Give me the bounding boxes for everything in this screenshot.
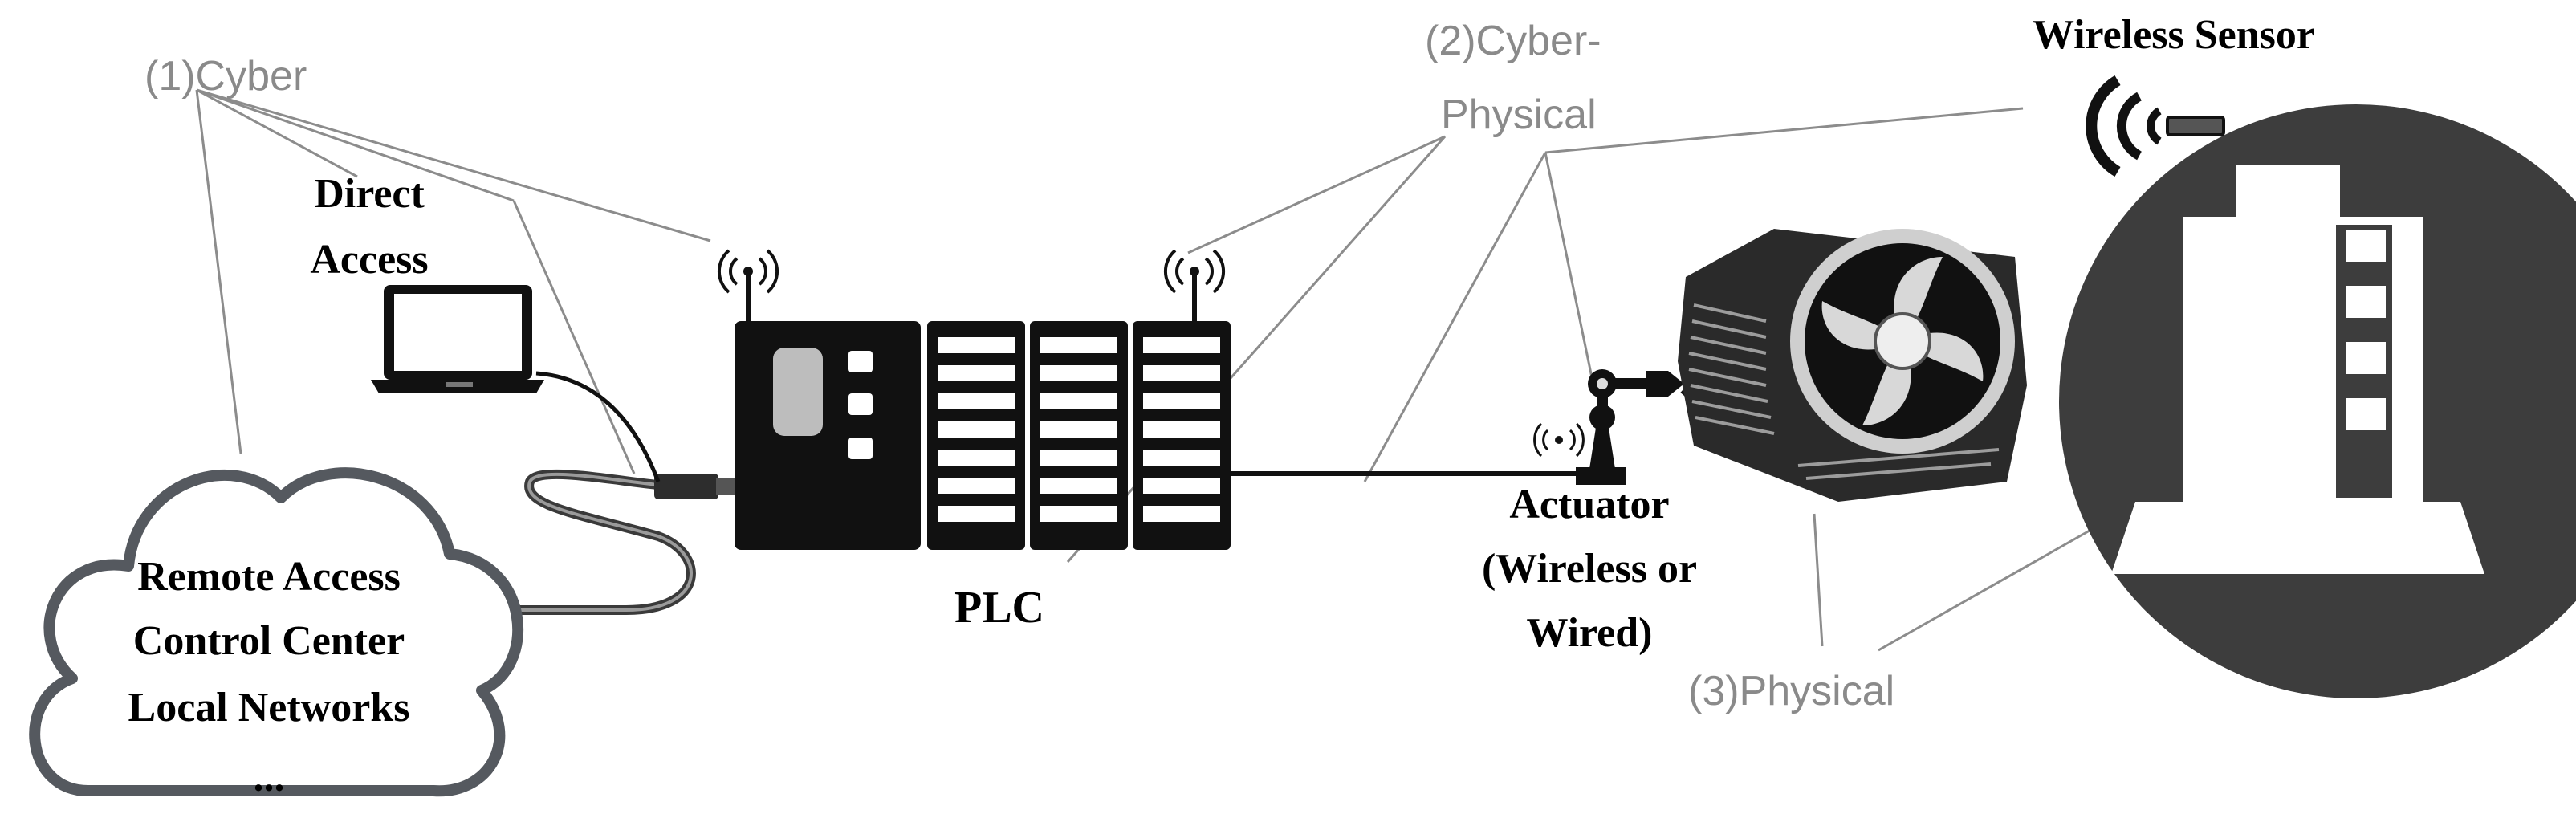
label-wireless-sensor: Wireless Sensor xyxy=(2033,12,2315,58)
laptop-icon xyxy=(371,285,544,393)
leader-lines xyxy=(195,88,2120,652)
cloud-label-remote-access: Remote Access xyxy=(137,554,401,600)
actuator-icon xyxy=(1533,364,1696,485)
leader-cp-plc xyxy=(1066,136,1447,563)
leader-cp-actuator xyxy=(1544,152,1595,386)
leader-cyber-laptop xyxy=(196,88,358,178)
leader-cyber-antenna xyxy=(196,88,711,242)
label-cyber: (1)Cyber xyxy=(144,53,307,100)
plc-icon xyxy=(735,321,1231,550)
label-actuator-wired: Wired) xyxy=(1527,610,1653,656)
cable-icon xyxy=(515,371,737,615)
label-direct: Direct xyxy=(314,171,425,217)
cloud-label-local-networks: Local Networks xyxy=(128,685,410,731)
cloud-label-ellipsis: ... xyxy=(254,755,285,800)
label-cyber-physical-2: Physical xyxy=(1441,92,1597,138)
antenna-icon xyxy=(1163,249,1226,321)
label-access: Access xyxy=(310,237,428,283)
plc-io-module-2 xyxy=(1030,321,1128,550)
label-physical: (3)Physical xyxy=(1688,668,1894,714)
cloud-label-control-center: Control Center xyxy=(133,618,405,664)
cloud-icon xyxy=(29,467,524,797)
label-actuator-type: (Wireless or xyxy=(1482,546,1697,592)
motor-fan-icon xyxy=(1678,229,2027,502)
label-cyber-physical-1: (2)Cyber- xyxy=(1425,18,1601,64)
label-plc: PLC xyxy=(954,583,1044,633)
leader-cyber-cable xyxy=(512,200,636,474)
tank-icon xyxy=(2059,104,2576,698)
leader-phys-motor xyxy=(1813,513,1824,647)
leader-phys-tank xyxy=(1878,512,2120,652)
leader-cp-plc-antenna xyxy=(1187,135,1446,254)
label-actuator: Actuator xyxy=(1509,482,1669,527)
wireless-sensor-icon xyxy=(2086,75,2225,177)
plc-io-module-1 xyxy=(927,321,1025,550)
antenna-icon xyxy=(717,249,779,321)
leader-cyber-cloud xyxy=(195,89,242,454)
plc-io-module-3 xyxy=(1133,321,1231,550)
leader-cyber-direct xyxy=(196,88,515,202)
leader-cp-cable xyxy=(1363,152,1547,482)
leader-cp-sensor xyxy=(1544,107,2024,154)
